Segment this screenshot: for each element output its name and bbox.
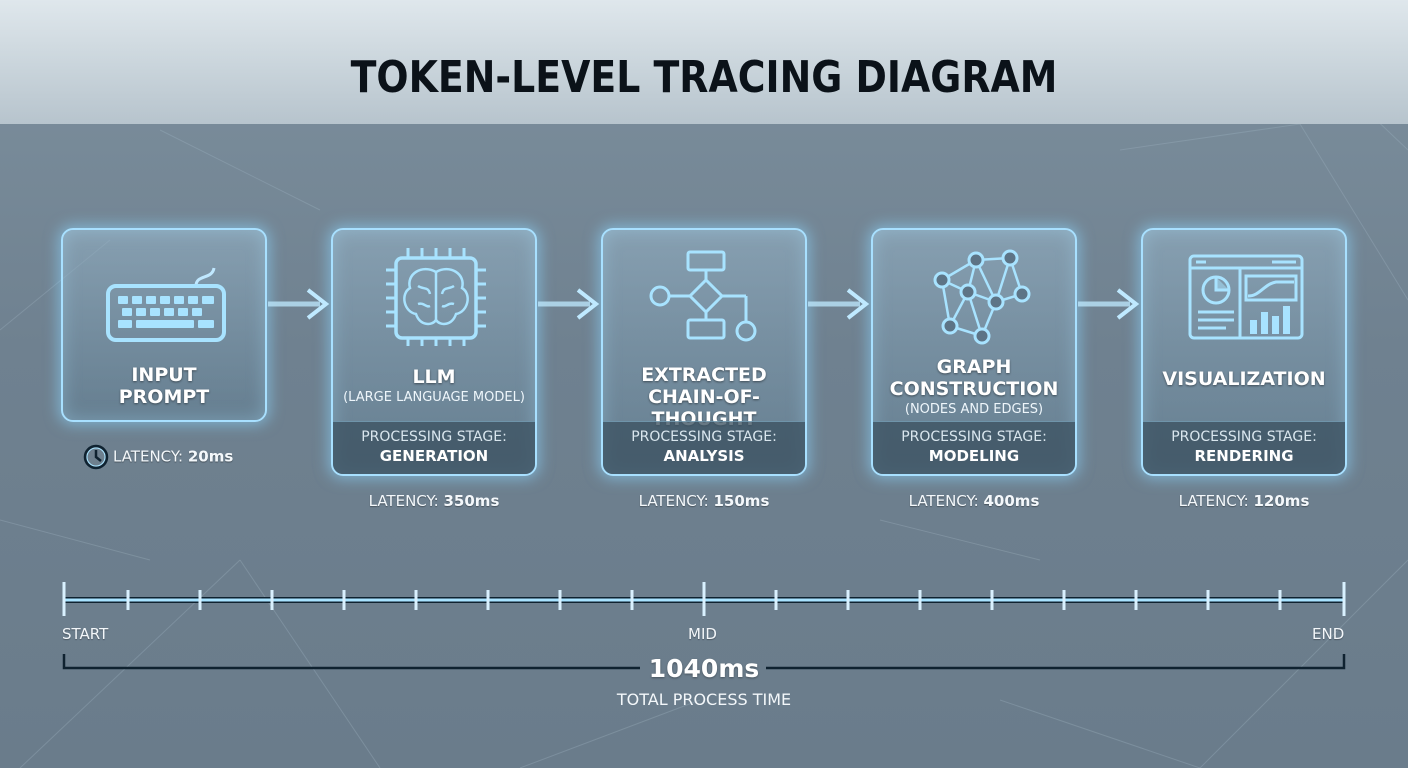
flow-arrow-3 [808,288,870,320]
processing-stage-label: PROCESSING STAGE: [361,429,507,445]
processing-stage-label: PROCESSING STAGE: [901,429,1047,445]
stage-name-line1: EXTRACTED [641,364,767,386]
stage-input-prompt: INPUT PROMPT [61,228,267,422]
stage-name-line2: CONSTRUCTION [889,378,1059,400]
stage-subtitle: (LARGE LANGUAGE MODEL) [343,390,525,405]
processing-stage-label: PROCESSING STAGE: [631,429,777,445]
latency-visualization: LATENCY: 120ms [1141,492,1347,510]
processing-stage-label: PROCESSING STAGE: [1171,429,1317,445]
processing-stage-value: MODELING [928,447,1020,465]
latency-value: 120ms [1253,492,1310,510]
stage-name-line1: INPUT [131,364,197,386]
stage-name-line2: PROMPT [118,386,210,408]
network-graph-icon [933,249,1031,345]
timeline-end-label: END [1312,625,1345,643]
flowchart-icon [649,250,757,342]
stage-name-line1: GRAPH [936,356,1012,378]
dashboard-icon [1188,254,1304,340]
keyboard-icon [106,267,226,342]
stage-visualization: VISUALIZATION PROCESSING STAGE: RENDERIN… [1141,228,1347,476]
timeline-start-label: START [62,625,109,643]
stage-name-line1: LLM [412,366,456,388]
header-band [0,0,1408,124]
latency-value: 400ms [983,492,1040,510]
latency-label: LATENCY: [1178,492,1249,510]
timeline-axis [62,582,1346,616]
stage-extracted-chain-of-thought: EXTRACTED CHAIN-OF-THOUGHT PROCESSING ST… [601,228,807,476]
processing-stage-value: GENERATION [379,447,489,465]
processing-stage-value: RENDERING [1194,447,1294,465]
latency-label: LATENCY: [368,492,439,510]
latency-label: LATENCY: [638,492,709,510]
processing-stage-footer: PROCESSING STAGE: ANALYSIS [603,421,805,474]
total-time-bracket [62,654,1346,670]
timeline-mid-label: MID [688,625,717,643]
latency-llm: LATENCY: 350ms [331,492,537,510]
flow-arrow-4 [1078,288,1140,320]
total-time-value: 1040ms [648,654,760,683]
processing-stage-footer: PROCESSING STAGE: MODELING [873,421,1075,474]
processing-stage-value: ANALYSIS [663,447,745,465]
latency-label: LATENCY: [113,447,184,466]
stage-name-line1: VISUALIZATION [1162,368,1326,390]
total-time-label: TOTAL PROCESS TIME [616,690,792,709]
processing-stage-footer: PROCESSING STAGE: GENERATION [333,421,535,474]
latency-label: LATENCY: [908,492,979,510]
latency-chain-of-thought: LATENCY: 150ms [601,492,807,510]
page-title: TOKEN-LEVEL TRACING DIAGRAM [350,52,1058,103]
stage-llm: LLM (LARGE LANGUAGE MODEL) PROCESSING ST… [331,228,537,476]
stage-subtitle: (NODES AND EDGES) [904,402,1044,417]
latency-value: 350ms [443,492,500,510]
processing-stage-footer: PROCESSING STAGE: RENDERING [1143,421,1345,474]
brain-chip-icon [386,248,486,346]
latency-input-prompt: LATENCY: 20ms [83,444,233,470]
flow-arrow-1 [268,288,330,320]
clock-icon [83,444,109,470]
latency-value: 20ms [187,447,234,466]
flow-arrow-2 [538,288,600,320]
stage-graph-construction: GRAPH CONSTRUCTION (NODES AND EDGES) PRO… [871,228,1077,476]
latency-value: 150ms [713,492,770,510]
latency-graph-construction: LATENCY: 400ms [871,492,1077,510]
